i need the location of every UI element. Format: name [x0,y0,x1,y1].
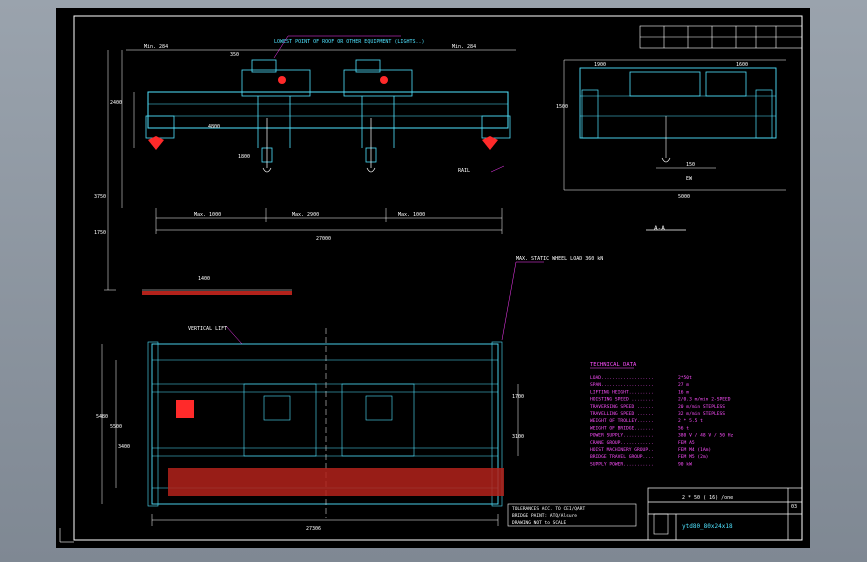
dim-right-min: Min. 284 [452,44,476,50]
dim-3400: 3400 [118,444,130,450]
tech-row-label: WEIGHT OF BRIDGE....... [590,425,654,431]
sheet-frame [73,15,803,541]
tech-row-value: 2/0.3 m/min 2-SPEED [678,397,731,403]
technical-data-title: TECHNICAL DATA [590,362,637,368]
tech-row-value: 2 * 5.5 t [678,418,703,424]
plan-view [101,261,544,526]
max-wheel-load-note: MAX. STATIC WHEEL LOAD 360 kN [516,256,603,262]
dim-1500: 1500 [556,104,568,110]
tech-row-value: 2*50t [678,375,692,381]
elevation-view [104,35,516,295]
dim-1600: 1600 [736,62,748,68]
dim-5500: 5500 [110,424,122,430]
dim-5480: 5480 [96,414,108,420]
dim-2400: 2400 [110,100,122,106]
drawing-number: ytd80_80x24x18 [682,523,733,530]
lowest-point-note: LOWEST POINT OF ROOF OR OTHER EQUIPMENT … [274,39,425,45]
tech-row-label: SPAN................... [590,382,654,388]
dim-150: 150 [686,162,695,168]
tech-row-value: 32 m/min STEPLESS [678,411,725,417]
tech-row-value: FEM M5 (2m) [678,454,708,460]
note-line: DRAWING NOT to SCALE [512,520,566,526]
dim-4800: 4800 [208,124,220,130]
dim-1800: 1800 [238,154,250,160]
dim-1900: 1900 [594,62,606,68]
tech-row-value: 20 m/min STEPLESS [678,404,725,410]
label-layer: LOWEST POINT OF ROOF OR OTHER EQUIPMENT … [94,39,797,532]
note-line: TOLERANCES ACC. TO CEI/QART [512,506,585,512]
section-label: A-A [654,225,665,232]
dim-350: 350 [230,52,239,58]
tech-row-value: 16 m [678,389,689,395]
dim-ew: EW [686,176,693,182]
dim-total-span: 27000 [316,236,331,242]
sheet-number: 03 [791,504,797,510]
tech-row-label: TRAVERSING SPEED ...... [590,404,654,410]
tech-row-label: CRANE GROUP............ [590,440,654,446]
tech-row-label: LOAD................... [590,375,654,381]
note-line: BRIDGE PAINT: ATQ/Alsure [512,513,577,519]
notes-text: TOLERANCES ACC. TO CEI/QART BRIDGE PAINT… [512,506,585,526]
title-block [647,487,803,541]
vertical-lift-note: VERTICAL LIFT [188,326,227,332]
tech-row-value: 380 V / 48 V / 50 Hz [678,433,734,439]
title-line1: 2 * 50 ( 16) /one [682,495,733,501]
revision-table [639,25,803,49]
dim-1750: 1750 [94,230,106,236]
dim-right-max: Max. 1000 [398,212,425,218]
drawing-sheet: LOWEST POINT OF ROOF OR OTHER EQUIPMENT … [56,8,810,548]
tech-row-label: LIFTING HEIGHT......... [590,389,654,395]
dim-3750: 3750 [94,194,106,200]
notes-box [507,503,637,527]
drawing-canvas [59,15,803,543]
dim-mid-max: Max. 2900 [292,212,319,218]
tech-row-value: 90 kW [678,461,692,467]
tech-row-value: FEM M4 (1Am) [678,447,711,453]
tech-row-label: POWER SUPPLY........... [590,433,654,439]
dim-3100: 3100 [512,434,524,440]
dim-27306: 27306 [306,526,321,532]
tech-row-label: BRIDGE TRAVEL GROUP.... [590,454,654,460]
tech-row-label: TRAVELLING SPEED ...... [590,411,654,417]
tech-row-label: HOIST MACHINERY GROUP.. [590,447,654,453]
title-block-logo [653,513,669,535]
section-a-a-view [563,59,786,231]
rail-label: RAIL [458,168,470,174]
dim-left-max: Max. 1000 [194,212,221,218]
tech-row-label: HOISTING SPEED ........ [590,397,654,403]
dim-left-min: Min. 284 [144,44,168,50]
dim-1700: 1700 [512,394,524,400]
tech-row-value: FEM A5 [678,440,695,446]
tech-row-label: WEIGHT OF TROLLEY...... [590,418,654,424]
dim-1400: 1400 [198,276,210,282]
tech-row-value: 56 t [678,425,689,431]
dim-5000: 5000 [678,194,690,200]
tech-row-label: SUPPLY POWER........... [590,461,654,467]
technical-data-table: LOAD................... 2*50tSPAN........… [590,375,734,467]
tech-row-value: 27 m [678,382,689,388]
